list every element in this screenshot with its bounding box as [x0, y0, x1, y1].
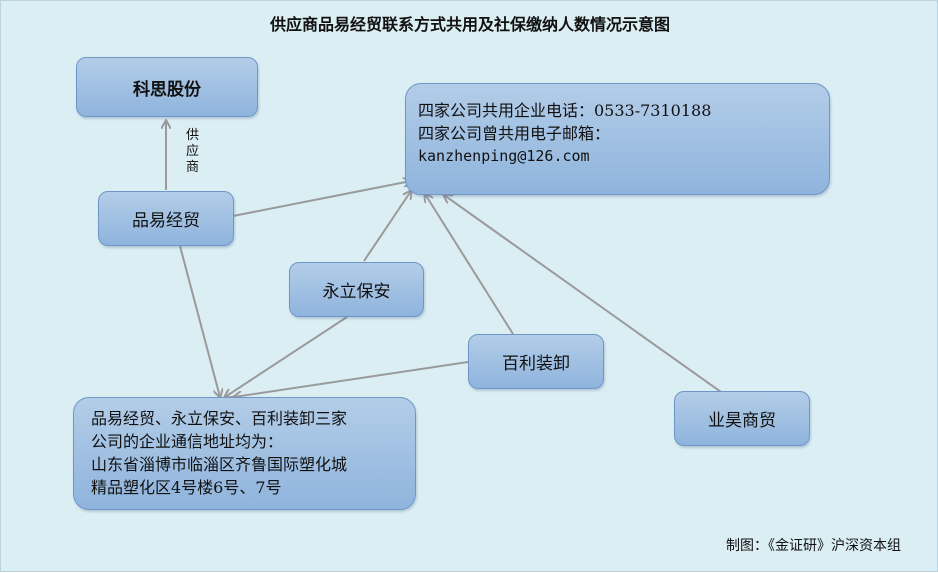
arrow-yehao-to-contact — [444, 195, 722, 393]
address-line-3: 山东省淄博市临淄区齐鲁国际塑化城 — [91, 455, 348, 474]
arrow-baili-to-contact — [425, 194, 514, 335]
source-credit: 制图：《金证研》沪深资本组 — [726, 538, 901, 554]
contact-email-line: kanzhenping@126.com — [418, 147, 590, 165]
node-yehao-label: 业昊商贸 — [708, 411, 776, 431]
address-line-2: 公司的企业通信地址均为： — [91, 432, 284, 451]
diagram-title: 供应商品易经贸联系方式共用及社保缴纳人数情况示意图 — [269, 15, 670, 34]
node-kesi: 科思股份 — [76, 57, 258, 117]
arrow-baili-to-address — [234, 361, 469, 397]
arrow-yongli-to-contact — [363, 191, 411, 262]
node-kesi-label: 科思股份 — [133, 79, 201, 100]
node-baili-label: 百利装卸 — [502, 354, 570, 374]
edge-label-supplier: 供应商 — [186, 128, 200, 175]
address-line-4: 精品塑化区4号楼6号、7号 — [91, 478, 282, 497]
arrow-pinyi-to-contact — [232, 181, 411, 217]
node-yehao: 业昊商贸 — [674, 391, 810, 446]
address-info-box: 品易经贸、永立保安、百利装卸三家 公司的企业通信地址均为： 山东省淄博市临淄区齐… — [73, 397, 416, 510]
node-pinyi-label: 品易经贸 — [132, 211, 200, 231]
arrow-yongli-to-address — [225, 316, 348, 397]
contact-phone-line: 四家公司共用企业电话：0533-7310188 — [418, 101, 712, 120]
node-yongli: 永立保安 — [289, 262, 424, 317]
contact-email-label-line: 四家公司曾共用电子邮箱： — [418, 124, 611, 143]
node-yongli-label: 永立保安 — [322, 282, 391, 302]
node-pinyi: 品易经贸 — [98, 191, 234, 246]
address-line-1: 品易经贸、永立保安、百利装卸三家 — [91, 409, 348, 428]
node-baili: 百利装卸 — [468, 334, 604, 389]
contact-info-box: 四家公司共用企业电话：0533-7310188 四家公司曾共用电子邮箱： kan… — [405, 83, 830, 195]
arrow-pinyi-to-address — [179, 245, 220, 397]
